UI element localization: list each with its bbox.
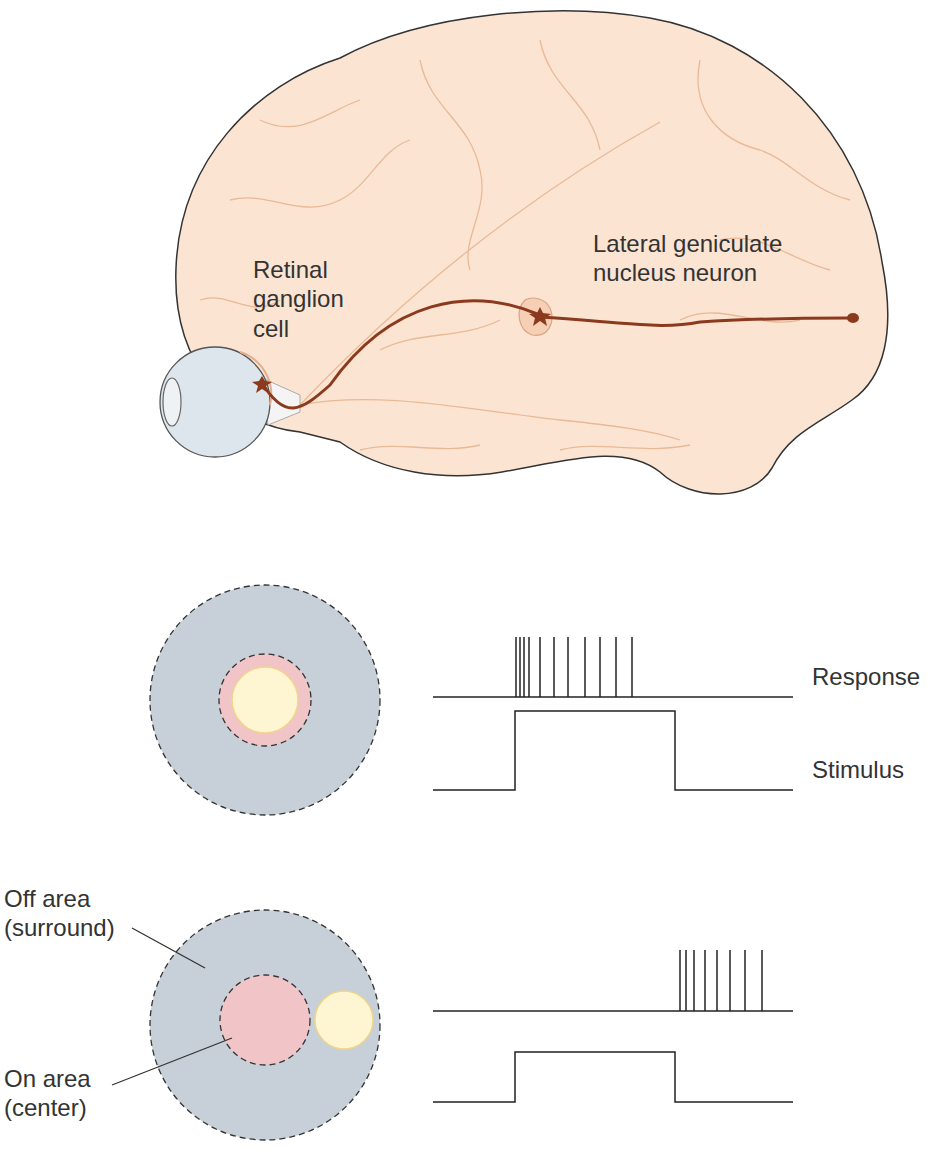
receptive-field-bottom xyxy=(150,910,380,1140)
spike xyxy=(519,637,521,697)
brain xyxy=(176,11,888,494)
label: Off area (surround) xyxy=(4,884,154,943)
label: Response xyxy=(812,662,940,691)
spike xyxy=(553,637,555,697)
spike xyxy=(584,637,586,697)
receptive-field-top xyxy=(150,585,380,815)
spike xyxy=(729,950,731,1011)
spike xyxy=(528,637,530,697)
label: Stimulus xyxy=(812,755,940,784)
spike xyxy=(716,950,718,1011)
spike xyxy=(679,950,681,1011)
traces xyxy=(433,637,793,1102)
spike xyxy=(615,637,617,697)
spike xyxy=(704,950,706,1011)
spike xyxy=(539,637,541,697)
neuron-pathway xyxy=(252,301,859,408)
spike xyxy=(685,950,687,1011)
spike xyxy=(693,950,695,1011)
spike xyxy=(515,637,517,697)
spike xyxy=(761,950,763,1011)
spike xyxy=(631,637,633,697)
spike xyxy=(744,950,746,1011)
spike xyxy=(567,637,569,697)
spike xyxy=(523,637,525,697)
label: Retinal ganglion cell xyxy=(253,255,371,343)
leader-lines xyxy=(112,928,232,1085)
spike xyxy=(599,637,601,697)
label: On area (center) xyxy=(4,1064,124,1123)
label: Lateral geniculate nucleus neuron xyxy=(593,229,853,288)
